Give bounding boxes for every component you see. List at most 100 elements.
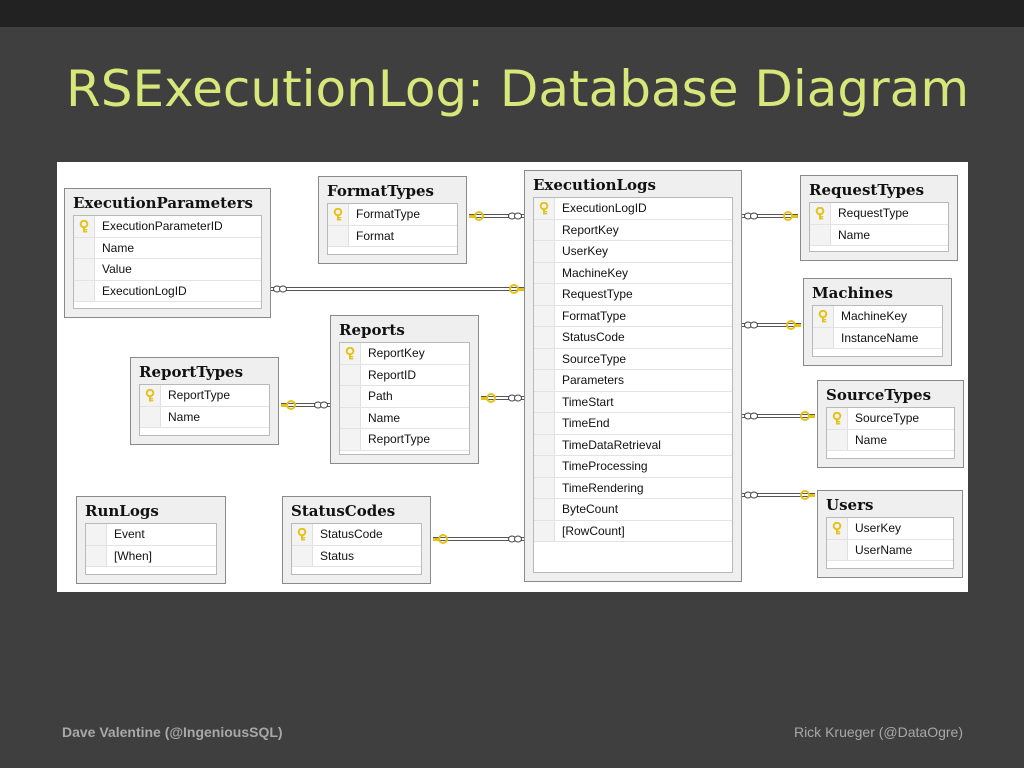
column-name: Event	[114, 527, 145, 542]
column-row[interactable]: Name	[74, 237, 261, 259]
column-name: SourceType	[562, 351, 627, 366]
column-row[interactable]: TimeProcessing	[534, 456, 732, 478]
column-name: Format	[356, 228, 395, 243]
column-row[interactable]: Status	[292, 545, 421, 567]
primary-key-icon	[810, 203, 831, 224]
column-row[interactable]: UserName	[827, 539, 953, 561]
table-title[interactable]: StatusCodes	[291, 502, 396, 520]
column-row[interactable]: ByteCount	[534, 499, 732, 521]
row-selector	[534, 370, 555, 391]
column-row[interactable]: [RowCount]	[534, 520, 732, 542]
column-row[interactable]: StatusCode	[292, 524, 421, 546]
slide-title: RSExecutionLog: Database Diagram	[66, 60, 970, 118]
primary-key-icon	[827, 518, 848, 539]
relationship-formattypes-to-executionlogs[interactable]	[469, 211, 524, 221]
column-row[interactable]: ExecutionParameterID	[74, 216, 261, 238]
column-row[interactable]: ReportType	[140, 385, 269, 407]
table-title[interactable]: RunLogs	[85, 502, 159, 520]
primary-key-icon	[827, 408, 848, 429]
column-row[interactable]: FormatType	[328, 204, 457, 226]
column-row[interactable]: ExecutionLogID	[534, 198, 732, 220]
column-name: FormatType	[562, 308, 627, 323]
column-row[interactable]: Value	[74, 259, 261, 281]
column-row[interactable]: InstanceName	[813, 327, 942, 349]
column-row[interactable]: Name	[140, 406, 269, 428]
row-selector	[74, 259, 95, 280]
row-selector	[328, 225, 349, 246]
column-name: Parameters	[562, 373, 625, 388]
column-row[interactable]: Name	[827, 429, 954, 451]
relationship-executionlogs-to-machines[interactable]	[742, 320, 801, 330]
primary-key-icon	[340, 343, 361, 364]
column-row[interactable]: Event	[86, 524, 216, 546]
column-name: TimeProcessing	[562, 459, 648, 474]
row-selector	[534, 305, 555, 326]
table-title[interactable]: ExecutionLogs	[533, 176, 656, 194]
table-title[interactable]: Users	[826, 496, 874, 514]
column-row[interactable]: SourceType	[534, 348, 732, 370]
relationship-executionparameters-to-executionlogs[interactable]	[271, 284, 524, 294]
row-selector	[140, 406, 161, 427]
column-name: ReportKey	[368, 346, 425, 361]
table-title[interactable]: FormatTypes	[327, 182, 434, 200]
column-row[interactable]: Parameters	[534, 370, 732, 392]
column-row[interactable]: Name	[810, 224, 948, 246]
column-row[interactable]: Name	[340, 407, 469, 429]
column-row[interactable]: Path	[340, 386, 469, 408]
column-row[interactable]: ReportID	[340, 364, 469, 386]
column-name: UserKey	[855, 521, 902, 536]
column-row[interactable]: FormatType	[534, 305, 732, 327]
column-row[interactable]: ReportKey	[534, 219, 732, 241]
column-row[interactable]: UserKey	[827, 518, 953, 540]
column-row[interactable]: ExecutionLogID	[74, 280, 261, 302]
column-row[interactable]: ReportType	[340, 429, 469, 451]
column-row[interactable]: ReportKey	[340, 343, 469, 365]
column-row[interactable]: SourceType	[827, 408, 954, 430]
column-name: TimeStart	[562, 394, 614, 409]
column-row[interactable]: [When]	[86, 545, 216, 567]
table-title[interactable]: RequestTypes	[809, 181, 925, 199]
table-title[interactable]: SourceTypes	[826, 386, 932, 404]
column-row[interactable]: TimeEnd	[534, 413, 732, 435]
table-title[interactable]: Machines	[812, 284, 893, 302]
column-name: SourceType	[855, 411, 920, 426]
column-name: Status	[320, 548, 355, 563]
relationship-reports-to-executionlogs[interactable]	[481, 393, 524, 403]
row-selector	[534, 348, 555, 369]
column-row[interactable]: UserKey	[534, 241, 732, 263]
relationship-reporttypes-to-reports[interactable]	[281, 400, 330, 410]
column-row[interactable]: TimeDataRetrieval	[534, 434, 732, 456]
row-selector	[534, 520, 555, 541]
table-title[interactable]: ReportTypes	[139, 363, 244, 381]
column-row[interactable]: MachineKey	[534, 262, 732, 284]
table-title[interactable]: Reports	[339, 321, 405, 339]
column-row[interactable]: TimeRendering	[534, 477, 732, 499]
row-selector	[534, 499, 555, 520]
column-row[interactable]: RequestType	[534, 284, 732, 306]
column-row[interactable]: StatusCode	[534, 327, 732, 349]
column-row[interactable]: TimeStart	[534, 391, 732, 413]
table-title[interactable]: ExecutionParameters	[73, 194, 253, 212]
relationship-executionlogs-to-users[interactable]	[742, 490, 815, 500]
relationship-executionlogs-to-sourcetypes[interactable]	[742, 411, 815, 421]
column-row[interactable]: Format	[328, 225, 457, 247]
footer-left-credit: Dave Valentine (@IngeniousSQL)	[62, 724, 283, 740]
relationship-executionlogs-to-requesttypes[interactable]	[742, 211, 798, 221]
column-row[interactable]: MachineKey	[813, 306, 942, 328]
relationship-statuscodes-to-executionlogs[interactable]	[433, 534, 524, 544]
column-row[interactable]: RequestType	[810, 203, 948, 225]
